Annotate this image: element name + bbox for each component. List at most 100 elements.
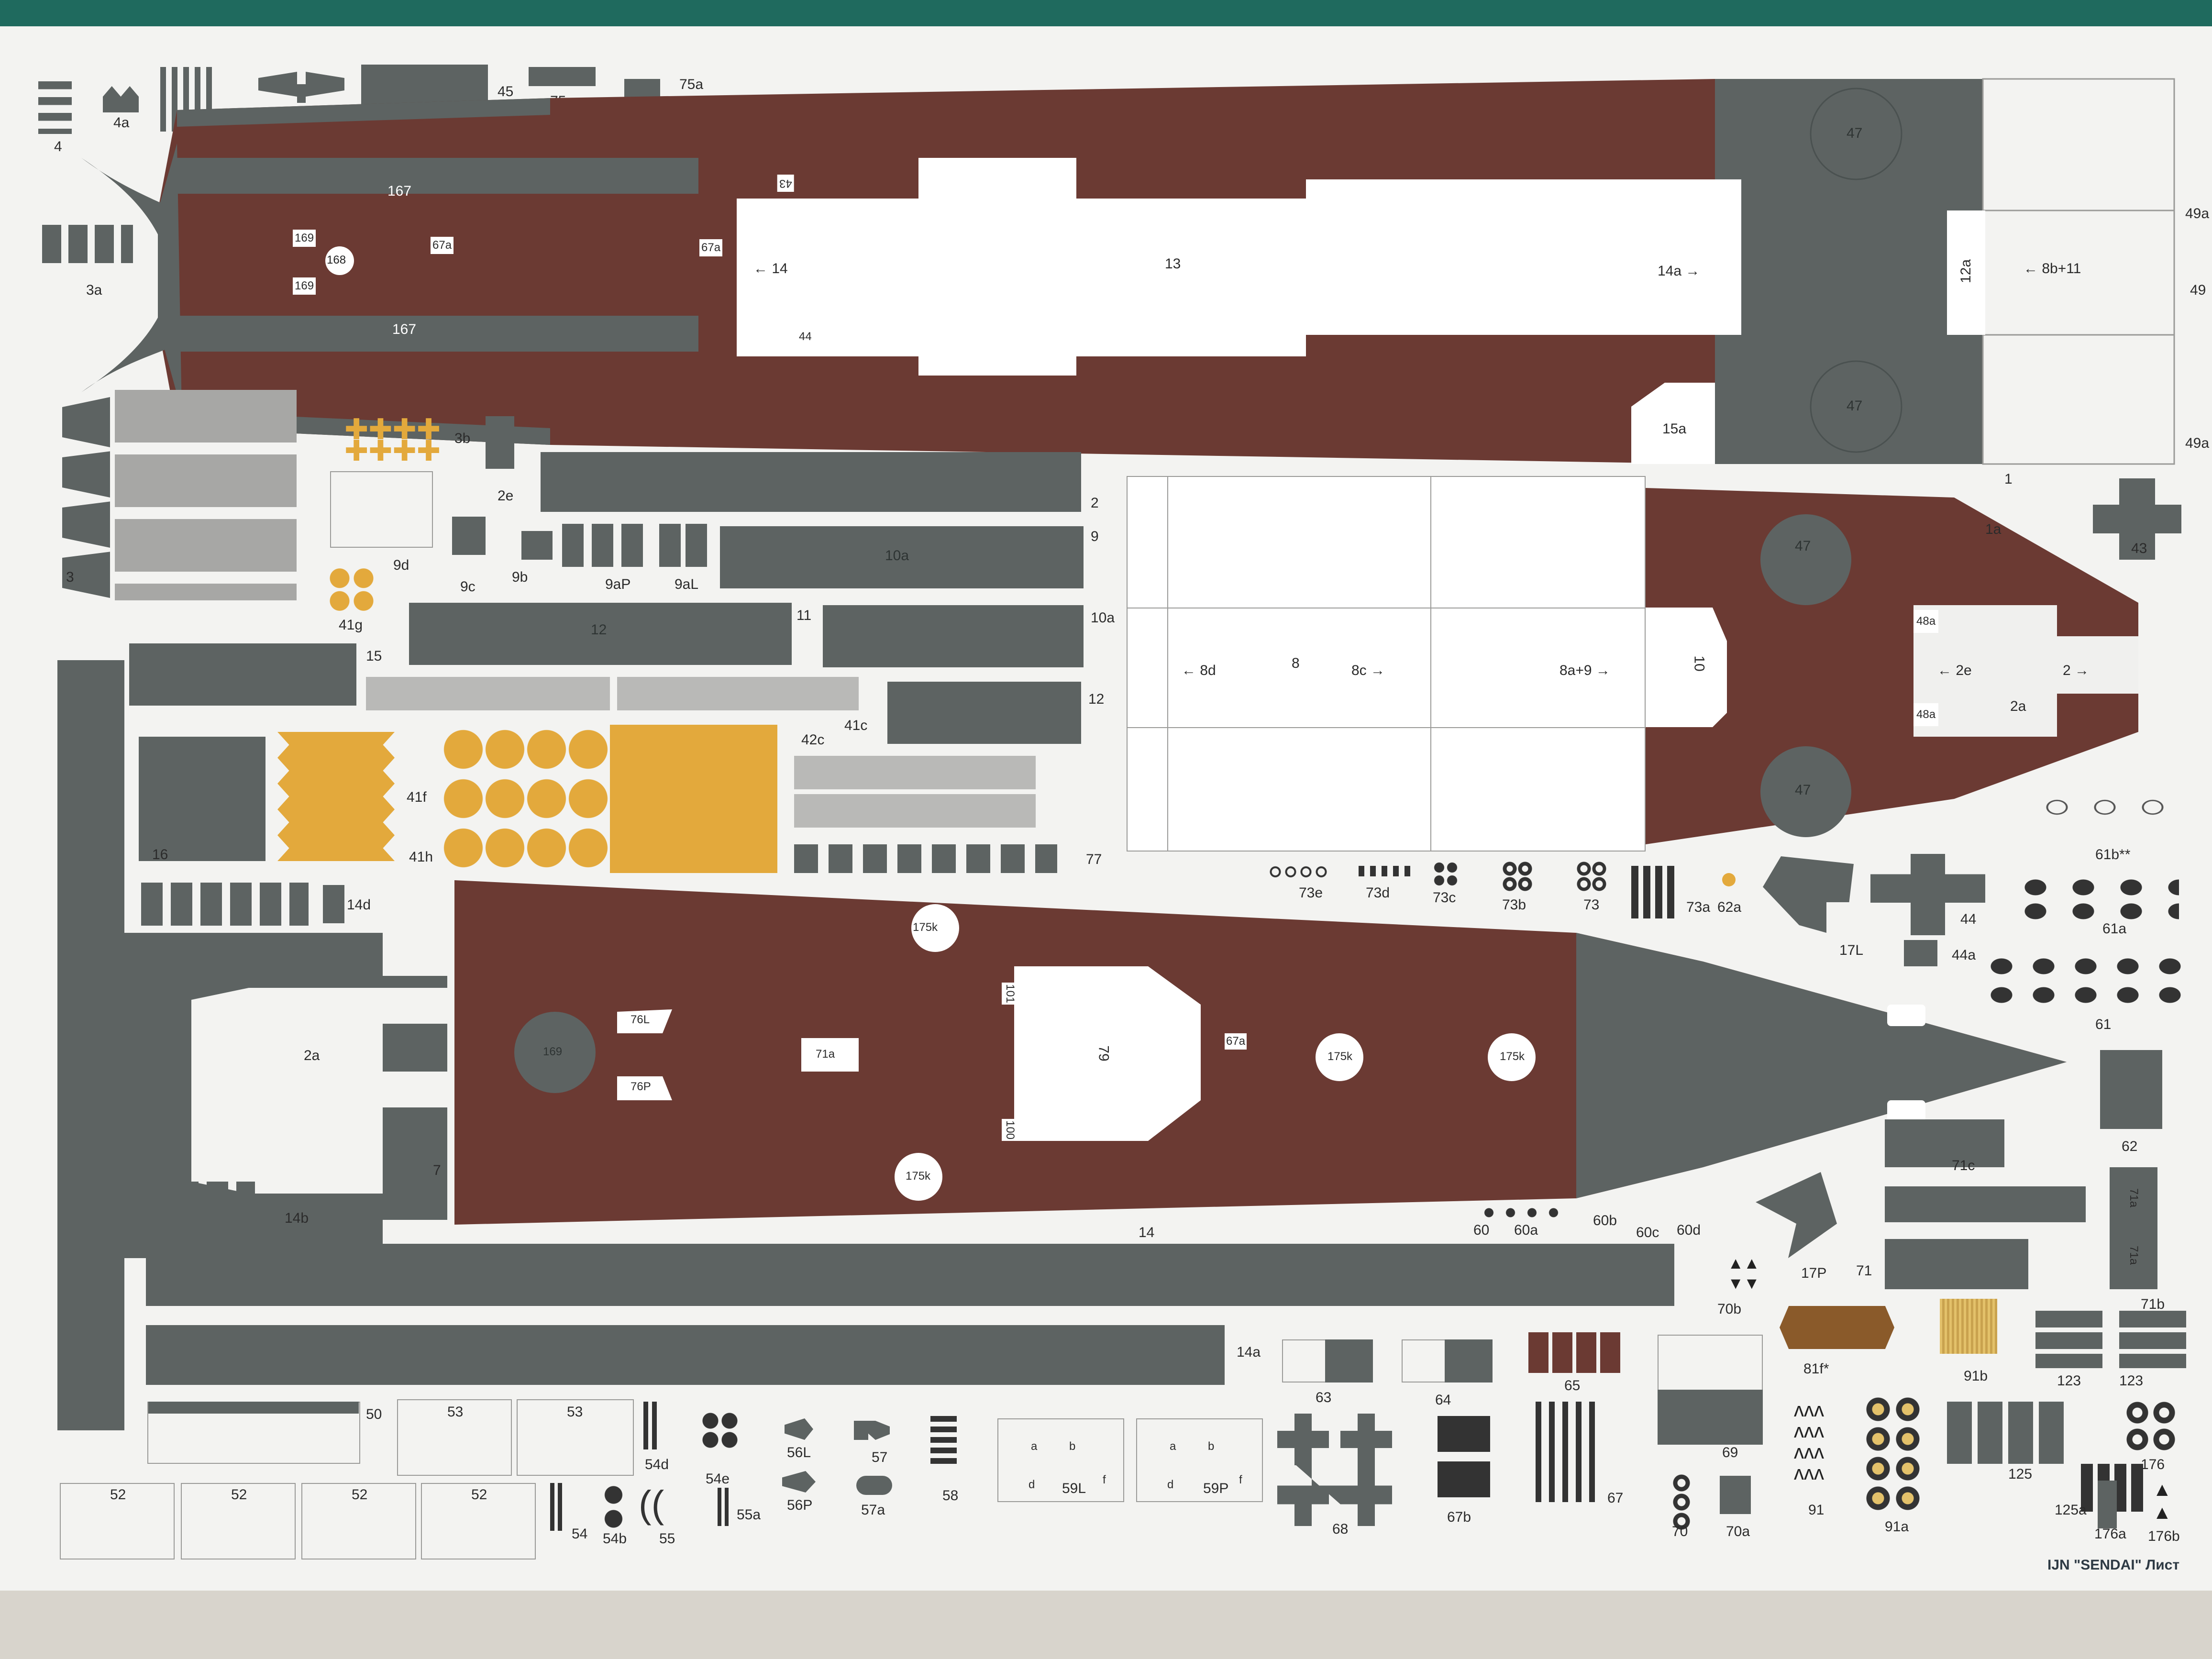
- part-43-right-label: 43: [2131, 541, 2147, 556]
- part-91a-label: 91a: [1885, 1519, 1909, 1535]
- part-176a-label: 176a: [2094, 1526, 2126, 1542]
- part-61-label: 61: [2095, 1017, 2112, 1032]
- part-1-label: 1: [2004, 471, 2013, 487]
- part-73a-bars: [1631, 866, 1674, 918]
- part-75-shape: [529, 67, 596, 86]
- part-41h-label: 41h: [409, 849, 433, 865]
- part-9aL-label: 9aL: [675, 576, 699, 592]
- part-168-label: 168: [327, 254, 346, 266]
- part-167-upper-label: 167: [387, 183, 412, 199]
- part-169-upper-label: 169: [293, 230, 316, 247]
- part-41c-strip-b: [617, 677, 859, 710]
- part-9b-shape: [521, 531, 553, 560]
- part-91b-ochre: [1940, 1299, 1997, 1354]
- part-63-fill: [1325, 1339, 1373, 1382]
- part-70a-label: 70a: [1726, 1524, 1750, 1539]
- part-59P-d-label: d: [1167, 1478, 1174, 1491]
- part-41h-discs: [442, 725, 610, 873]
- part-63-label: 63: [1316, 1390, 1332, 1405]
- part-41g-discs: [328, 567, 376, 612]
- part-12-right-strip: [887, 682, 1081, 744]
- part-176-rings: [2124, 1399, 2179, 1454]
- part-9d-label: 9d: [393, 557, 409, 573]
- part-8d-label: ← 8d: [1182, 663, 1216, 678]
- part-14a-label: 14a: [1237, 1344, 1261, 1360]
- part-12a-white: [1947, 210, 1985, 335]
- part-61a-label: 61a: [2102, 921, 2127, 937]
- part-67a-right-label: 67a: [699, 239, 723, 256]
- part-75a-shape: [624, 79, 660, 98]
- part-175k-label-2: 175k: [906, 1170, 931, 1183]
- part-50-label: 50: [366, 1406, 382, 1422]
- part-71c-label: 71c: [1952, 1158, 1975, 1173]
- part-70-rings: [1670, 1473, 1693, 1531]
- top-deck-edge-upper: [177, 98, 550, 127]
- part-16-label: 16: [152, 847, 168, 863]
- part-54d-bars: [643, 1402, 660, 1449]
- part-14-arrow-label: ← 14: [753, 261, 788, 276]
- part-53-left-outline: [397, 1399, 512, 1476]
- part-125a-label: 125a: [2055, 1502, 2087, 1518]
- part-60d-label: 60d: [1677, 1222, 1701, 1238]
- part-47-bottom-label: 47: [1847, 398, 1863, 414]
- part-73e-label: 73e: [1299, 885, 1323, 901]
- part-81f-piece: [1780, 1306, 1894, 1349]
- part-61-shapes: [1980, 952, 2191, 1009]
- part-42c-strip-a: [794, 756, 1036, 789]
- part-54b-label: 54b: [603, 1531, 627, 1547]
- part-52-box-3: [301, 1483, 416, 1559]
- part-71a-column: [2110, 1167, 2157, 1289]
- part-57a-shape: [856, 1476, 892, 1495]
- part-9c-label: 9c: [460, 579, 476, 595]
- part-14d-block: [323, 885, 344, 923]
- turret-47-b: [1760, 746, 1851, 837]
- part-71-label: 71: [1856, 1263, 1872, 1279]
- part-62-label: 62: [2122, 1139, 2138, 1154]
- part-12-strip: [409, 603, 792, 665]
- part-8c-label: 8c →: [1351, 663, 1385, 678]
- part-9aP-label: 9aP: [605, 576, 631, 592]
- part-3-hull-pieces: [115, 390, 297, 600]
- part-65-grills: [1528, 1332, 1622, 1373]
- part-15-strip: [129, 643, 356, 706]
- part-2e-right-label: ← 2e: [1937, 663, 1972, 678]
- part-59L-a-label: a: [1031, 1440, 1038, 1453]
- part-58-fins: [930, 1416, 957, 1469]
- part-176b-triangles: ▲▲: [2153, 1479, 2172, 1523]
- part-52-label-4: 52: [471, 1487, 487, 1503]
- part-73c-dots: [1433, 861, 1459, 887]
- part-8a9-label: 8a+9 →: [1559, 663, 1610, 678]
- part-49a-top-label: 49a: [2185, 206, 2210, 221]
- part-53-left-label: 53: [447, 1404, 464, 1420]
- part-73d-bars: [1359, 866, 1411, 876]
- part-75a-label: 75a: [679, 77, 704, 92]
- part-42c-label: 42c: [801, 732, 825, 748]
- part-47-top-label: 47: [1847, 125, 1863, 141]
- part-123-left: [2035, 1311, 2102, 1368]
- part-169-hole-label: 169: [543, 1045, 563, 1058]
- part-44a-label: 44a: [1952, 947, 1976, 963]
- part-56L-label: 56L: [787, 1445, 811, 1460]
- part-9aP-shape: [562, 524, 646, 567]
- part-60-label: 60: [1473, 1222, 1490, 1238]
- part-10a-lower-strip: [823, 605, 1084, 667]
- part-60a-label: 60a: [1514, 1222, 1538, 1238]
- part-4a-label: 4a: [113, 115, 130, 131]
- part-14d-label: 14d: [347, 897, 371, 913]
- part-125-blocks: [1947, 1402, 2067, 1464]
- part-73b-rings: [1502, 861, 1533, 892]
- part-10a-upper-label: 10a: [885, 548, 909, 564]
- part-169-lower-label: 169: [293, 277, 316, 295]
- part-9c-shape: [452, 517, 486, 555]
- part-54e-dots: [701, 1411, 739, 1449]
- part-175k-label-4: 175k: [1500, 1050, 1525, 1063]
- part-17P-label: 17P: [1801, 1265, 1827, 1281]
- part-55a-bars: [718, 1488, 730, 1526]
- part-65-label: 65: [1564, 1378, 1581, 1394]
- part-41c-strip-a: [366, 677, 610, 710]
- part-77-shapes: [794, 844, 1057, 873]
- part-125-label: 125: [2008, 1466, 2033, 1482]
- part-101-label: 101: [1002, 982, 1018, 1005]
- part-67b-blocks: [1438, 1416, 1490, 1502]
- part-73a-label: 73a: [1686, 899, 1711, 915]
